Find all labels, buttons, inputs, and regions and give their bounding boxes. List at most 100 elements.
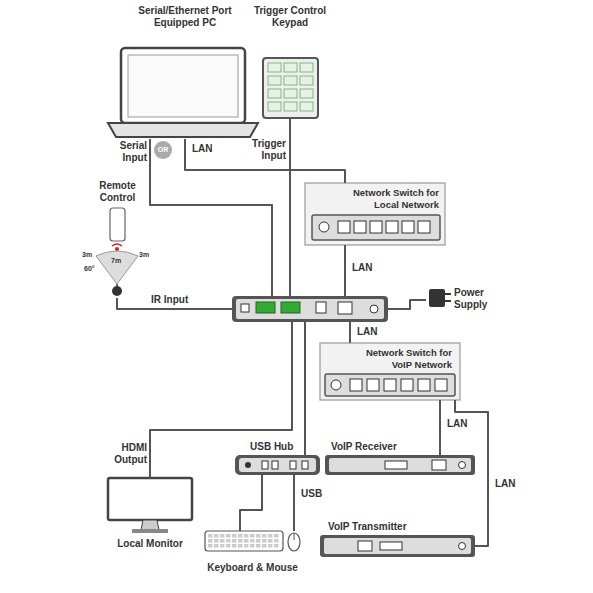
voip-switch-drawing	[384, 379, 396, 391]
usb-hub-drawing	[290, 461, 296, 469]
cable-label: Trigger Input	[241, 138, 287, 162]
cable-line	[349, 322, 351, 343]
remote-drawing	[110, 208, 125, 241]
keypad-drawing	[300, 89, 313, 98]
keyboard-drawing	[294, 533, 295, 540]
range-label: 7m	[111, 256, 121, 266]
local-switch-drawing	[370, 221, 382, 233]
keypad-drawing	[284, 102, 297, 111]
or-badge	[154, 141, 172, 159]
keypad-drawing	[300, 76, 313, 85]
keyboard-drawing	[250, 539, 255, 543]
cable-label: LAN	[446, 418, 469, 430]
keyboard-drawing	[220, 534, 225, 538]
node-title: Remote Control	[88, 180, 148, 204]
device-drawing	[338, 302, 352, 314]
device-drawing	[236, 299, 384, 319]
voip-switch-drawing	[401, 379, 413, 391]
keyboard-drawing	[274, 539, 279, 543]
laptop-drawing	[108, 123, 258, 137]
cable-line	[240, 475, 262, 531]
keyboard-drawing	[232, 534, 237, 538]
local-switch-drawing	[305, 183, 445, 245]
range-label: 3m	[82, 250, 92, 260]
remote-drawing	[96, 208, 138, 296]
keypad-drawing	[300, 102, 313, 111]
hub-box: USB Hub	[235, 455, 320, 475]
usb-hub-drawing	[235, 455, 320, 475]
usb-hub-drawing	[262, 461, 268, 469]
node-title: VoIP Transmitter	[328, 521, 407, 533]
or-badge	[154, 141, 172, 159]
remote-drawing	[115, 247, 119, 251]
keypad-drawing	[263, 58, 318, 118]
receiver-drawing	[432, 460, 446, 470]
keyboard-drawing	[214, 534, 219, 538]
node-title: Keyboard & Mouse	[195, 562, 310, 574]
node-title: Local Monitor	[100, 538, 200, 550]
keyboard-drawing	[226, 534, 231, 538]
power-node: Power Supply	[426, 284, 506, 314]
keyboard-drawing	[208, 534, 279, 548]
monitor-drawing	[141, 520, 159, 530]
keyboard-drawing	[232, 539, 237, 543]
usb-hub-drawing	[272, 461, 278, 469]
keyboard-drawing	[244, 544, 249, 548]
receiver-drawing	[385, 461, 407, 469]
device-box	[232, 296, 388, 322]
cable-line	[304, 322, 306, 455]
cable-line	[293, 475, 295, 531]
keyboard-drawing	[262, 534, 267, 538]
keyboard-drawing	[238, 539, 243, 543]
keyboard-drawing	[256, 539, 261, 543]
local-switch-drawing	[354, 221, 366, 233]
cable-line	[344, 245, 346, 296]
keyboard-drawing	[238, 544, 243, 548]
device-drawing	[232, 296, 388, 322]
keypad-drawing	[284, 63, 297, 72]
switch-box: Network Switch for VoIP Network	[320, 343, 460, 400]
remote-drawing	[112, 244, 122, 246]
keypad-drawing	[268, 102, 281, 111]
monitor-drawing	[108, 478, 192, 533]
keyboard-drawing	[256, 534, 261, 538]
local-switch-drawing	[338, 221, 430, 233]
keypad-drawing	[268, 63, 281, 72]
keyboard-drawing	[274, 544, 279, 548]
laptop-drawing	[121, 48, 245, 123]
device-drawing	[370, 305, 378, 313]
voip-switch-drawing	[350, 379, 447, 391]
keypad-drawing	[268, 76, 281, 85]
or-text: OR	[154, 145, 172, 155]
receiver-drawing	[459, 462, 466, 469]
keyboard-drawing	[220, 539, 225, 543]
device-drawing	[232, 296, 388, 322]
keyboard-drawing	[244, 539, 249, 543]
remote-drawing	[96, 251, 138, 284]
receiver-drawing	[329, 458, 471, 472]
local-switch-drawing	[338, 221, 350, 233]
laptop-drawing	[128, 55, 238, 117]
device-drawing	[281, 302, 300, 313]
pc-node: Serial/Ethernet Port Equipped PC	[105, 5, 265, 139]
power-adapter-drawing	[445, 293, 451, 295]
voip-switch-drawing	[367, 379, 379, 391]
device-drawing	[256, 302, 275, 313]
usb-hub-drawing	[302, 461, 308, 469]
usb-hub-drawing	[245, 462, 251, 468]
node-title: Power Supply	[454, 287, 496, 311]
cable-line	[150, 139, 272, 296]
cable-label: USB	[300, 488, 323, 500]
cable-label: IR Input	[150, 294, 189, 306]
keyboard-drawing	[256, 544, 261, 548]
keyboard-drawing	[205, 531, 300, 551]
keypad-drawing	[284, 76, 297, 85]
voip-switch-drawing	[418, 379, 430, 391]
keyboard-drawing	[268, 534, 273, 538]
keyboard-drawing	[244, 534, 249, 538]
transmitter-box: VoIP Transmitter	[320, 535, 475, 557]
